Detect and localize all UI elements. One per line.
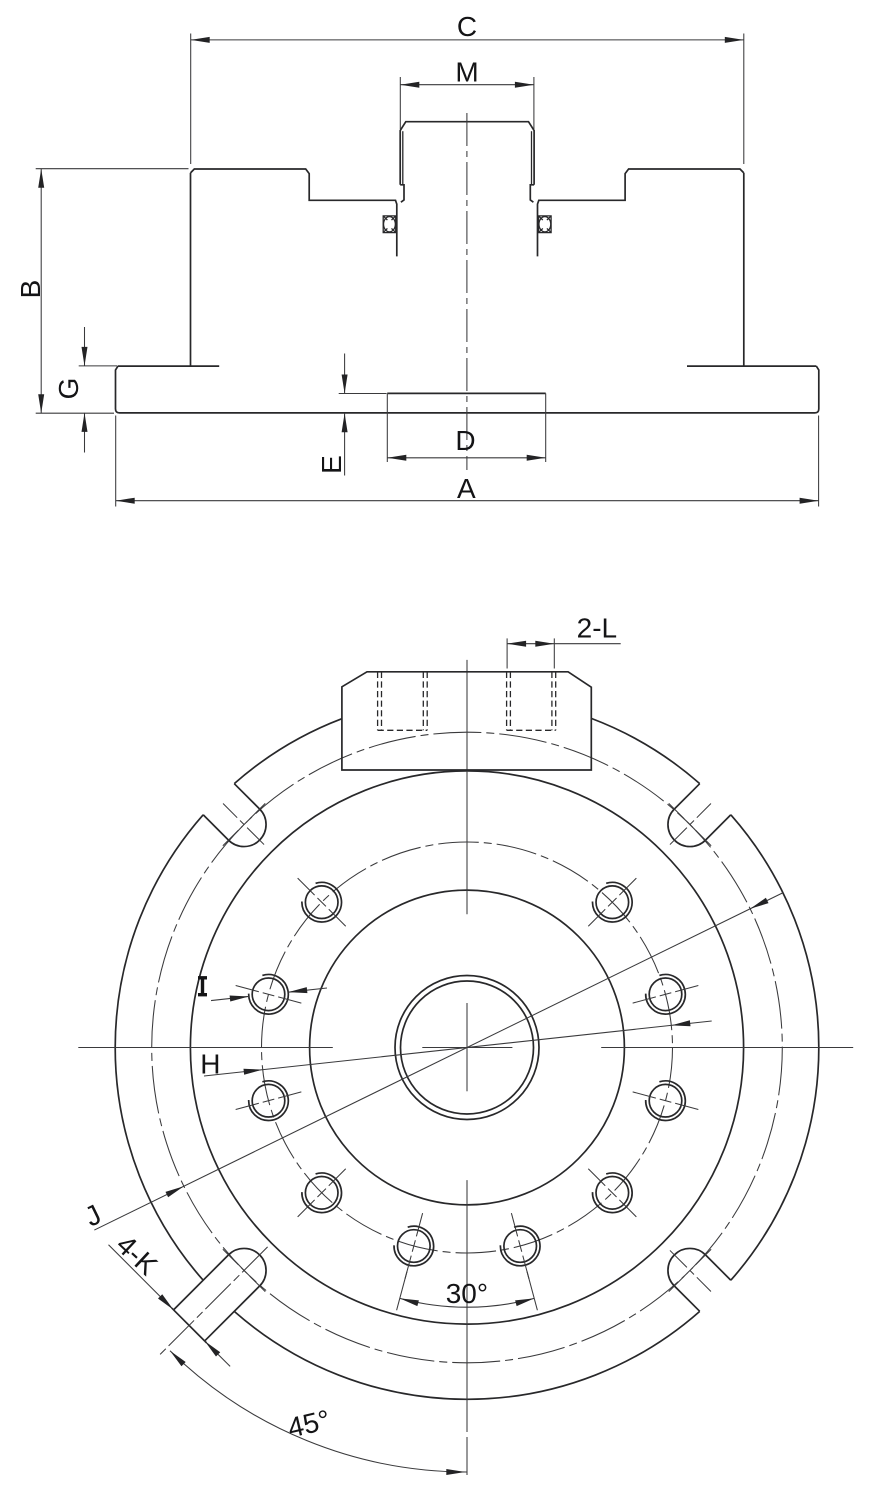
svg-text:C: C xyxy=(457,11,477,42)
svg-text:H: H xyxy=(200,1048,220,1079)
svg-text:30°: 30° xyxy=(446,1278,488,1309)
svg-text:2-L: 2-L xyxy=(577,613,617,644)
svg-text:D: D xyxy=(455,425,475,456)
svg-text:B: B xyxy=(15,280,46,299)
svg-text:E: E xyxy=(316,455,347,474)
svg-text:A: A xyxy=(457,473,476,504)
svg-text:M: M xyxy=(455,57,478,88)
svg-text:G: G xyxy=(53,378,84,400)
